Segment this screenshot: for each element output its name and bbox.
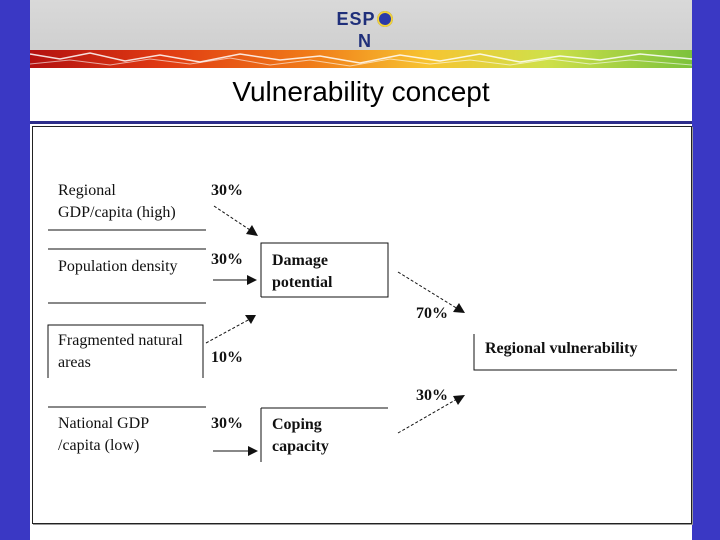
arrowhead-icon [246, 225, 258, 236]
arrowhead-icon [245, 315, 256, 324]
diagram-panel [32, 126, 692, 524]
input-label-national-gdp: National GDP /capita (low) [58, 415, 150, 454]
fragmented-areas-box [47, 324, 204, 378]
weight-regional-gdp: 30% [211, 182, 243, 199]
weight-national-gdp: 30% [211, 415, 243, 432]
arrowhead-icon [247, 275, 257, 285]
eu-star-icon [376, 11, 393, 27]
map-strip-image [30, 50, 692, 68]
weight-damage-potential: 70% [416, 305, 448, 322]
header-bar [30, 0, 692, 52]
input-label-population-density: Population density [58, 258, 178, 275]
node-coping-capacity: Coping capacity [272, 416, 329, 455]
arrow-line [397, 398, 458, 434]
input-label-fragmented-areas: Fragmented natural areas [58, 332, 183, 371]
arrow-line [213, 205, 254, 233]
arrow-line [205, 318, 251, 344]
node-damage-potential: Damage potential [272, 252, 333, 291]
weight-coping-capacity: 30% [416, 387, 448, 404]
node-regional-vulnerability: Regional vulnerability [485, 340, 638, 357]
damage-box [260, 242, 389, 298]
arrow-line [397, 271, 459, 310]
logo-wordmark: ESPN [330, 8, 400, 52]
weight-population-density: 30% [211, 251, 243, 268]
vulnerability-box [473, 334, 677, 371]
weight-fragmented-areas: 10% [211, 349, 243, 366]
slide-title: Vulnerability concept [232, 76, 490, 107]
arrowhead-icon [453, 395, 465, 405]
arrowhead-icon [453, 303, 465, 313]
input-label-regional-gdp: Regional GDP/capita (high) [58, 182, 176, 221]
title-rule [30, 121, 692, 124]
arrowhead-icon [248, 446, 258, 456]
